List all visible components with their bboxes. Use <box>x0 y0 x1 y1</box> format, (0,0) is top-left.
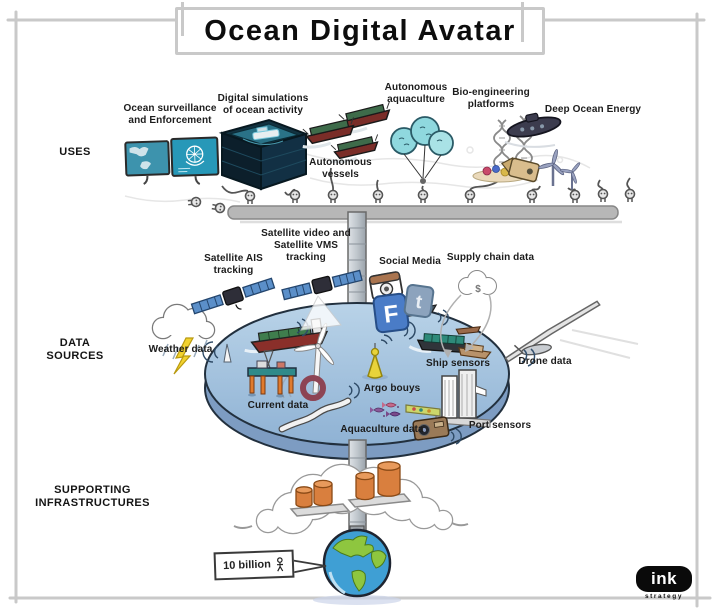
label-aquaculture-data: Aquaculture data <box>340 424 424 435</box>
person-icon <box>276 556 284 571</box>
autonomous-vessels-icon <box>302 101 391 164</box>
label-supply-chain: Supply chain data <box>446 252 535 263</box>
connection-bar <box>227 205 622 224</box>
label-social-media: Social Media <box>379 256 441 267</box>
boat-icon <box>455 326 482 335</box>
plug-icon <box>569 189 581 203</box>
cable-pipe-icon <box>278 397 352 433</box>
signal-waves-icon <box>296 309 462 445</box>
surveillance-monitors-icon <box>124 136 220 185</box>
plugs <box>187 188 636 214</box>
page-title: Ocean Digital Avatar <box>175 7 545 55</box>
callout-pointer <box>289 558 327 575</box>
label-satellite-ais: Satellite AIS tracking <box>204 253 263 276</box>
antenna-icon <box>202 341 232 363</box>
label-bio-engineering: Bio-engineering platforms <box>452 87 530 110</box>
globe-shadow <box>313 595 401 605</box>
plug-icon <box>597 188 609 202</box>
plug-icon <box>417 189 429 203</box>
plug-icon <box>464 189 476 203</box>
plug-icon <box>187 196 202 208</box>
oil-platform-icon <box>247 350 297 398</box>
satellite-vms-icon <box>281 269 363 331</box>
population-callout: 10 billion <box>213 549 295 581</box>
port-camera-icon <box>412 416 450 441</box>
label-digital-simulations: Digital simulations of ocean activity <box>217 93 309 116</box>
label-ship-sensors: Ship sensors <box>426 358 490 369</box>
port-icon <box>405 369 491 428</box>
container-ship-icon <box>408 333 471 354</box>
plug-icon <box>211 202 226 214</box>
label-satellite-vms: Satellite video and Satellite VMS tracki… <box>261 228 351 263</box>
frame-tick <box>181 2 184 36</box>
plug-icon <box>624 188 636 202</box>
label-autonomous-aquaculture: Autonomous aquaculture <box>384 82 448 105</box>
section-label-data-sources: DATA SOURCES <box>46 337 104 362</box>
ink-strategy-logo: ink <box>636 566 692 592</box>
database-icon <box>313 479 333 507</box>
section-label-supporting: SUPPORTING INFRASTRUCTURES <box>35 484 150 509</box>
database-icon <box>355 471 375 501</box>
facebook-tile-icon: F <box>372 292 410 334</box>
simulation-tank-icon <box>218 118 310 191</box>
facebook-glyph: F <box>382 300 400 329</box>
plug-icon <box>244 190 256 204</box>
deep-ocean-energy-icon <box>501 112 581 190</box>
satellite-ais-icon <box>190 277 276 315</box>
aquaculture-pods-icon <box>390 116 454 184</box>
plug-icon <box>327 189 339 203</box>
label-argo-bouys: Argo bouys <box>363 383 421 394</box>
label-weather-data: Weather data <box>148 344 213 355</box>
label-deep-ocean-energy: Deep Ocean Energy <box>544 104 642 115</box>
social-media-icons: F t <box>368 271 435 334</box>
dollar-glyph: $ <box>475 284 481 295</box>
logo-subtitle: strategy <box>644 593 684 600</box>
database-icon <box>295 486 313 508</box>
label-port-sensors: Port sensors <box>468 420 532 431</box>
label-current-data: Current data <box>247 400 309 411</box>
camera-icon <box>368 271 404 301</box>
plug-icon <box>372 189 384 203</box>
dollar-cloud-icon: $ <box>440 270 497 358</box>
label-ocean-surveillance: Ocean surveillance and Enforcement <box>123 103 217 126</box>
callout-text: 10 billion <box>222 558 272 573</box>
frame-tick <box>521 2 524 42</box>
label-autonomous-vessels: Autonomous vessels <box>309 157 372 180</box>
storm-cloud-icon <box>151 303 216 375</box>
earth-globe-icon <box>322 525 392 598</box>
wind-turbine-icon <box>293 322 335 394</box>
tumblr-glyph: t <box>414 292 424 314</box>
argo-buoy-icon <box>362 334 393 380</box>
logo-main: ink <box>650 569 678 588</box>
fish-school-icon <box>370 402 401 417</box>
cloud-infrastructure-icon <box>233 461 469 535</box>
section-label-uses: USES <box>59 146 91 158</box>
plug-icon <box>526 189 538 203</box>
glider-drone-icon <box>504 300 639 367</box>
database-icon <box>377 461 401 497</box>
label-drone-data: Drone data <box>518 356 572 367</box>
tumblr-tile-icon: t <box>403 283 435 319</box>
plug-icon <box>289 189 301 203</box>
